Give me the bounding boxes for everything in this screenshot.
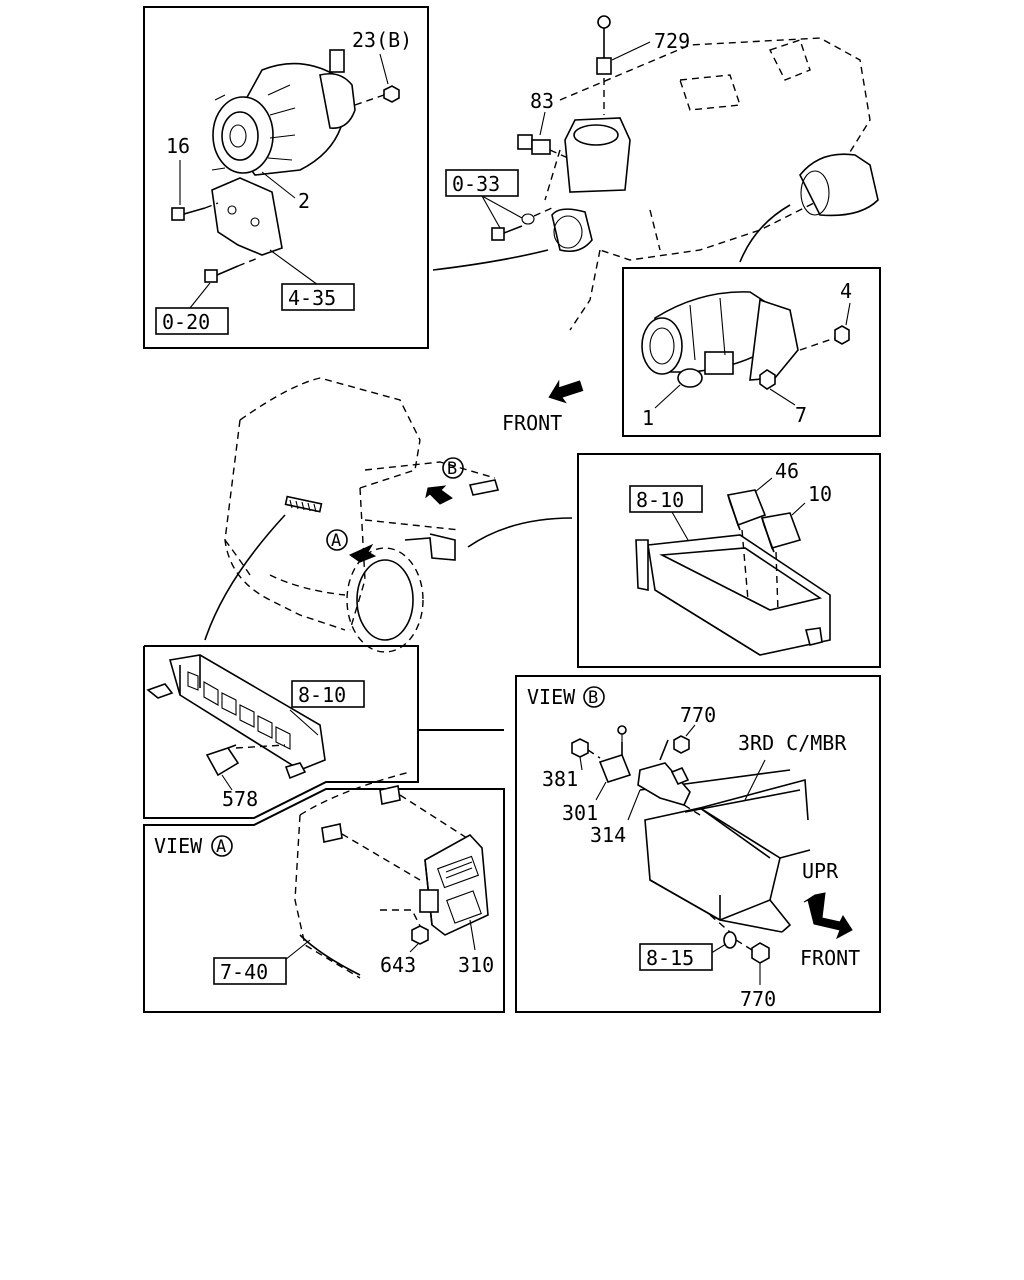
leader-view-578 xyxy=(204,514,286,641)
starter-panel: 4 7 1 xyxy=(622,267,881,437)
bolt-4[interactable] xyxy=(799,325,850,351)
clip-8-15[interactable] xyxy=(723,931,737,949)
nut-7[interactable] xyxy=(759,369,776,390)
bolt-381[interactable] xyxy=(571,738,601,759)
callout-643: 643 xyxy=(380,953,416,977)
relay-46[interactable] xyxy=(726,489,767,531)
svg-text:B: B xyxy=(447,459,457,479)
stud-lower xyxy=(321,823,421,881)
ref-4-35: 4-35 xyxy=(288,286,336,310)
fuse-block-panel: 578 8-10 xyxy=(143,645,504,819)
callout-4: 4 xyxy=(840,279,852,303)
leader-alternator xyxy=(432,249,549,271)
view-b-panel: VIEW B 3RD C/MBR 301 381 xyxy=(515,675,881,1013)
engine-head: 729 83 0-33 xyxy=(445,15,879,331)
controller-310[interactable] xyxy=(419,833,489,936)
relay-10[interactable] xyxy=(760,512,802,553)
front-label-top: FRONT xyxy=(502,411,562,435)
callout-381: 381 xyxy=(542,767,578,791)
front-label-view-b: FRONT xyxy=(800,946,860,970)
callout-2: 2 xyxy=(298,189,310,213)
callout-310: 310 xyxy=(458,953,494,977)
upr-front-arrow xyxy=(803,892,853,940)
view-a-title-letter: A xyxy=(216,837,226,857)
view-b-title: VIEW xyxy=(527,685,576,709)
callout-16: 16 xyxy=(166,134,190,158)
ref-0-20: 0-20 xyxy=(162,310,210,334)
callout-46: 46 xyxy=(775,459,799,483)
svg-text:A: A xyxy=(331,531,341,551)
relay-box-panel: 46 10 8-10 xyxy=(577,453,881,668)
leader-starter xyxy=(739,204,791,263)
truck-cab xyxy=(224,377,500,653)
sender-729[interactable] xyxy=(596,15,612,115)
alternator[interactable] xyxy=(211,49,356,176)
callout-770-top: 770 xyxy=(680,703,716,727)
callout-10: 10 xyxy=(808,482,832,506)
stud-upper xyxy=(379,785,471,841)
switch-301[interactable] xyxy=(598,725,632,783)
nut-643[interactable] xyxy=(411,925,429,945)
bolt-0-20[interactable] xyxy=(204,257,259,283)
ref-8-10-relay: 8-10 xyxy=(636,488,684,512)
alternator-bracket[interactable] xyxy=(211,177,283,256)
ref-0-33: 0-33 xyxy=(452,172,500,196)
leader-relay-box xyxy=(467,517,573,548)
view-a-panel: VIEW A 310 643 xyxy=(143,771,505,1013)
ref-8-15: 8-15 xyxy=(646,946,694,970)
view-a-title: VIEW xyxy=(154,834,203,858)
callout-83: 83 xyxy=(530,89,554,113)
nut-23b[interactable] xyxy=(354,85,400,106)
upr-label: UPR xyxy=(802,859,839,883)
view-a-marker[interactable]: A xyxy=(326,529,377,563)
view-b-title-letter: B xyxy=(588,688,598,708)
starter-location xyxy=(799,153,879,217)
alternator-panel: 23(B) 16 2 0-20 4-35 xyxy=(143,6,429,349)
callout-23b: 23(B) xyxy=(352,28,412,52)
callout-301: 301 xyxy=(562,801,598,825)
relay-578[interactable] xyxy=(205,744,240,777)
thermostat-housing[interactable] xyxy=(551,117,631,253)
ref-8-10-fuse: 8-10 xyxy=(298,683,346,707)
bolt-16[interactable] xyxy=(171,202,219,221)
sensor-83[interactable] xyxy=(517,134,569,159)
ref-7-40: 7-40 xyxy=(220,960,268,984)
view-b-marker[interactable]: B xyxy=(425,457,464,505)
callout-1: 1 xyxy=(642,406,654,430)
front-arrow-top: FRONT xyxy=(502,379,584,435)
callout-314: 314 xyxy=(590,823,626,847)
nut-770-top[interactable] xyxy=(673,735,690,754)
callout-729: 729 xyxy=(654,29,690,53)
nut-770-bottom[interactable] xyxy=(751,942,770,964)
third-cross-member xyxy=(639,769,811,933)
starter-motor[interactable] xyxy=(641,291,799,388)
relay-tray[interactable] xyxy=(635,534,831,656)
bolt-0-33[interactable] xyxy=(491,207,553,241)
third-cross-member-label: 3RD C/MBR xyxy=(738,731,847,755)
callout-578: 578 xyxy=(222,787,258,811)
callout-770-bottom: 770 xyxy=(740,987,776,1011)
fuse-block[interactable] xyxy=(146,654,326,780)
callout-7: 7 xyxy=(795,403,807,427)
